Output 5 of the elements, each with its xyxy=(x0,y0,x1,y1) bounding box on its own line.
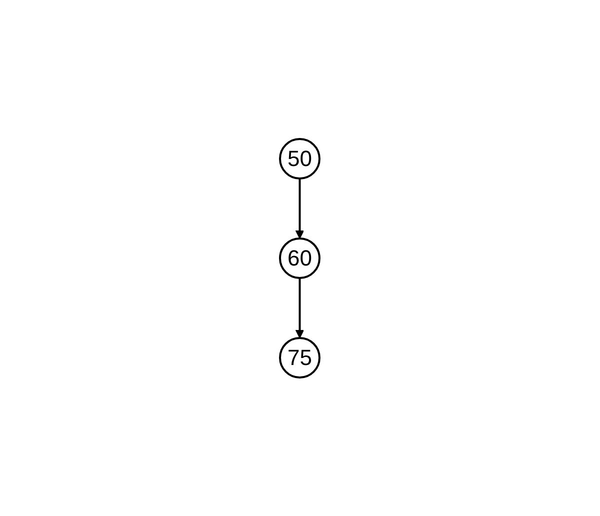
arrow xyxy=(296,178,304,239)
node-circle: 50 xyxy=(279,138,321,180)
node-circle: 75 xyxy=(279,336,321,378)
node-circle: 60 xyxy=(279,237,321,279)
arrow xyxy=(296,278,304,338)
